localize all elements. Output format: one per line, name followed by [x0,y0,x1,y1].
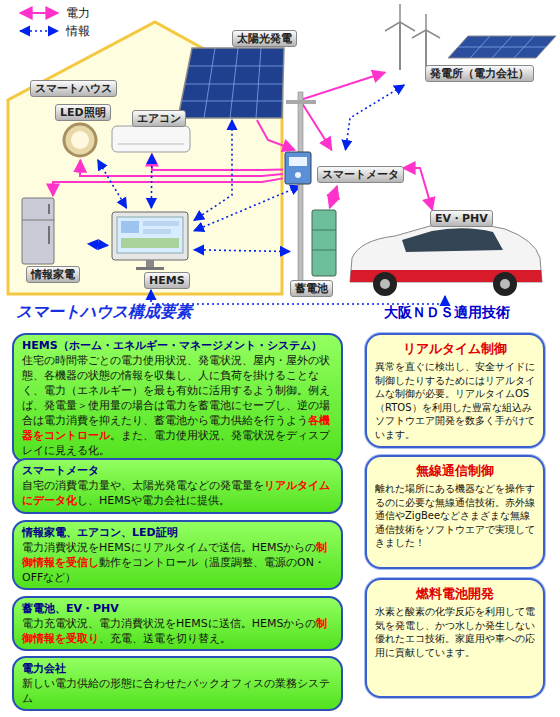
house-outline [8,22,282,294]
plant-solar-array [448,36,556,58]
device-node: スマートメータ [283,150,403,186]
wind-turbine [385,4,440,70]
box-body: 電力消費状況をHEMSにリアルタイムで送信。HEMSからの制御情報を受信し動作を… [22,540,333,585]
component-label: EV・PHV [430,210,493,227]
legend-text: 情報 [66,23,90,40]
plant-solar-array [448,36,556,58]
wind-turbine [399,4,401,22]
legend: 電力情報 [18,4,90,40]
legend-sample [18,26,62,36]
emphasis-text: 各機器をコントロール [22,414,330,442]
legend-sample-line [20,30,58,32]
legend-sample-line [20,12,58,14]
storage-battery [312,210,336,276]
wind-turbine [385,22,400,31]
technology-box: 無線通信制御離れた場所にある機器などを操作するのに必要な無線通信技術。赤外線通信… [365,455,545,569]
storage-battery [312,210,336,276]
box-body: 住宅の時間帯ごとの電力使用状況、発電状況、屋内・屋外の状態、各機器の状態の情報を… [22,353,333,458]
component-label: LED照明 [55,104,111,121]
component-box: HEMS（ホーム・エネルギー・マネージメント・システム）住宅の時間帯ごとの電力使… [12,333,343,463]
info-line [346,85,405,150]
emphasis-text: 制御情報を受信し [22,541,327,569]
electric-car [380,279,390,289]
legend-item: 情報 [18,22,90,40]
component-label: スマートハウス [30,80,117,97]
wind-turbine [400,22,415,31]
plant-solar-array [514,36,534,58]
utility-pole [298,92,303,287]
box-heading: 電力会社 [22,661,333,676]
house-outline [8,22,282,294]
plant-solar-array [458,47,546,48]
component-box: 電力会社新しい電力供給の形態に合わせたバックオフィスの業務システム [12,656,343,711]
box-body: 自宅の消費電力量や、太陽光発電などの発電量をリアルタイムにデータ化し、HEMSや… [22,478,333,508]
power-line [330,186,337,208]
box-heading: HEMS（ホーム・エネルギー・マネージメント・システム） [22,338,333,353]
wind-turbine [399,22,401,70]
electric-car [350,270,542,282]
electric-car [373,272,397,296]
power-line [300,73,385,151]
device-node: 蓄電池 [290,208,340,296]
utility-pole [286,92,316,287]
electric-car [402,228,503,252]
smart-meter [295,172,301,178]
technology-box: 燃料電池開発水素と酸素の化学反応を利用して電気を発電し、かつ水しか発生しない優れ… [365,578,545,698]
device-node: 発電所（電力会社） [385,5,555,85]
wind-turbine [426,30,440,38]
component-label: スマートメータ [317,166,404,183]
plant-solar-array [470,36,490,58]
technology-box: リアルタイム制御異常を直ぐに検出し、安全サイドに制御したりするためにはリアルタイ… [365,333,545,448]
wind-turbine [425,14,427,30]
legend-text: 電力 [66,5,90,22]
component-box: 蓄電池、EV・PHV電力充電状況、電力消費状況をHEMSに送信。HEMSからの制… [12,596,343,651]
storage-battery [312,230,336,231]
box-body: 新しい電力供給の形態に合わせたバックオフィスの業務システム [22,676,333,706]
electric-car [493,272,517,296]
box-heading: 無線通信制御 [375,462,535,480]
box-body: 水素と酸素の化学反応を利用して電気を発電し、かつ水しか発生しない優れたエコ技術。… [375,605,535,659]
emphasis-text: リアルタイムにデータ化 [22,479,330,507]
box-heading: スマートメータ [22,463,333,478]
box-body: 電力充電状況、電力消費状況をHEMSに送信。HEMSからの制御情報を受取り、充電… [22,616,333,646]
box-heading: リアルタイム制御 [375,340,535,358]
house-region: スマートハウス LED照明 エアコン情報家電 HEMS [8,22,282,294]
electric-car [500,279,510,289]
component-label: HEMS [144,272,190,289]
power-line [403,168,432,210]
storage-battery [312,250,336,251]
component-label: 情報家電 [26,266,80,283]
component-label: エアコン [132,110,186,127]
device-node: EV・PHV [345,210,545,296]
component-label: 太陽光発電 [232,30,297,47]
utility-pole [286,100,316,104]
box-body: 離れた場所にある機器などを操作するのに必要な無線通信技術。赤外線通信やZigBe… [375,482,535,550]
component-label: 蓄電池 [290,280,333,297]
smart-meter [289,157,307,166]
smart-meter [285,152,311,184]
section-heading: 大阪ＮＤＳ適用技術 [384,304,510,322]
box-body: 異常を直ぐに検出し、安全サイドに制御したりするためにはリアルタイムな制御が必要。… [375,360,535,441]
wind-turbine [425,30,427,70]
box-heading: 情報家電、エアコン、LED証明 [22,525,333,540]
box-heading: 蓄電池、EV・PHV [22,601,333,616]
electric-car [350,224,542,282]
plant-solar-array [492,36,512,58]
box-heading: 燃料電池開発 [375,585,535,603]
component-box: スマートメータ自宅の消費電力量や、太陽光発電などの発電量をリアルタイムにデータ化… [12,458,343,514]
component-box: 情報家電、エアコン、LED証明電力消費状況をHEMSにリアルタイムで送信。HEM… [12,520,343,590]
wind-turbine [412,30,426,38]
component-label: 発電所（電力会社） [425,65,534,82]
emphasis-text: 制御情報を受取り [22,617,327,645]
legend-item: 電力 [18,4,90,22]
legend-sample [18,8,62,18]
electric-car [350,224,542,296]
smart-meter [285,152,311,184]
section-heading: スマートハウス構成要素 [16,302,192,323]
